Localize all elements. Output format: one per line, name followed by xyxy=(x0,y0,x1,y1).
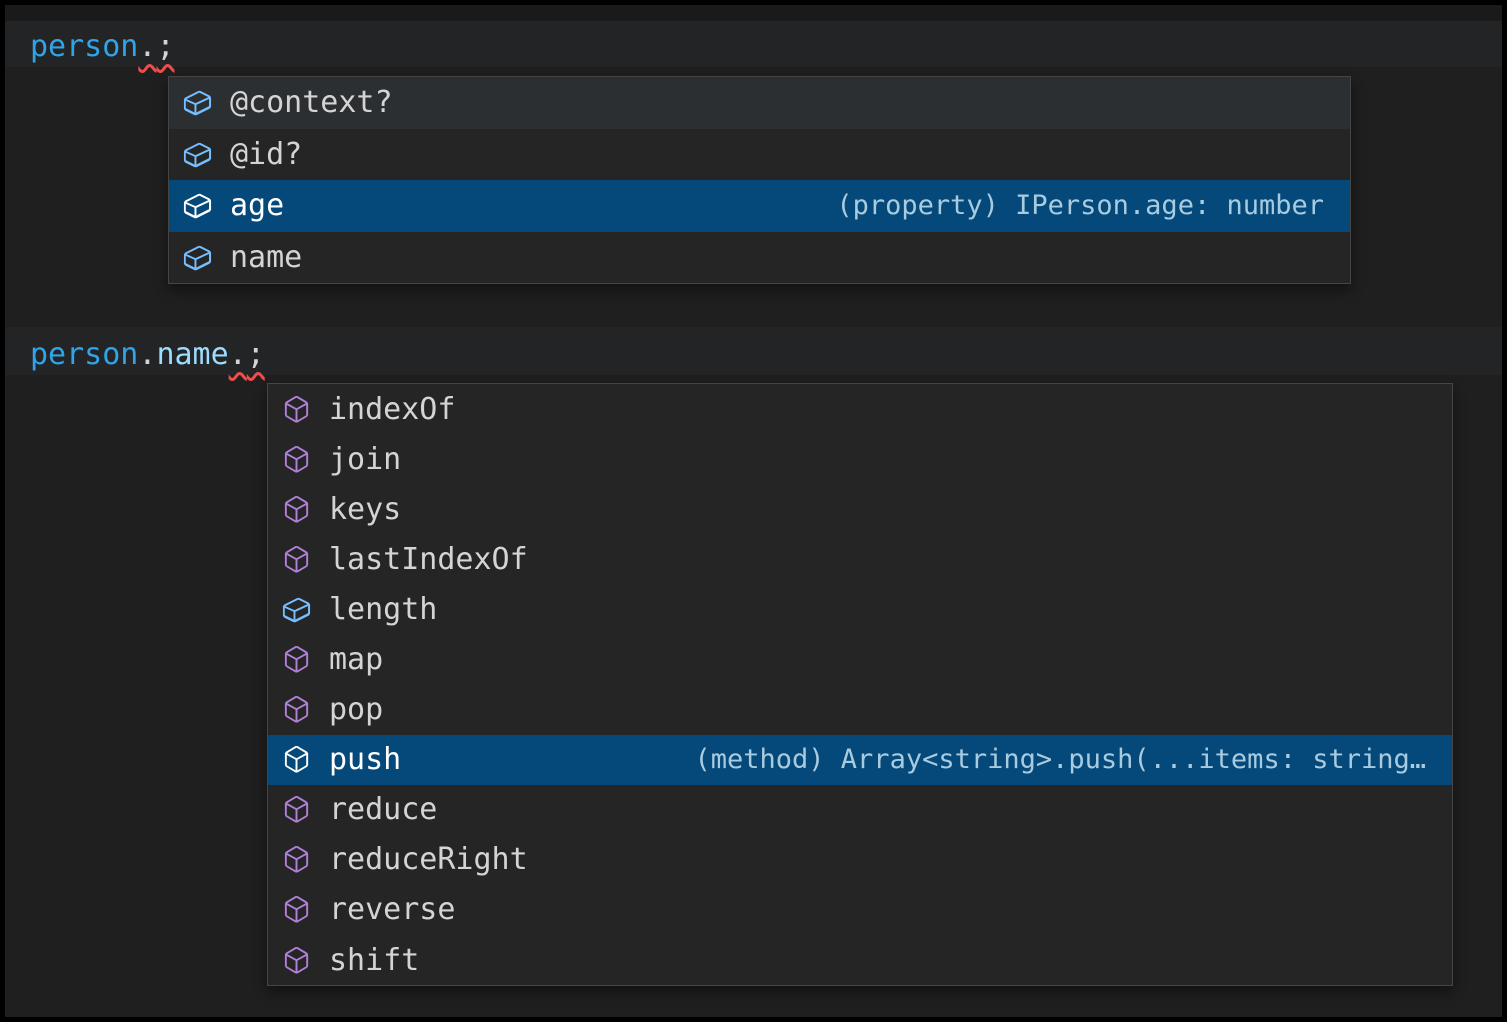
suggest-item-label: pop xyxy=(329,692,384,728)
suggest-item-label: reduce xyxy=(329,792,438,828)
symbol-method-icon xyxy=(281,894,312,925)
code-token-object: person xyxy=(30,337,139,372)
suggest-widget-string-methods: indexOf join keys lastIndexOf length map xyxy=(267,383,1453,986)
symbol-method-icon xyxy=(281,644,312,675)
suggest-item-label: map xyxy=(329,642,384,678)
symbol-field-icon xyxy=(182,139,213,170)
suggest-item-label: age xyxy=(230,188,285,224)
suggest-widget-properties: @context? @id? age (property) IPerson.ag… xyxy=(168,76,1351,284)
symbol-method-icon xyxy=(281,394,312,425)
symbol-field-icon xyxy=(182,190,213,221)
suggest-item-label: indexOf xyxy=(329,391,456,427)
suggest-item-label: length xyxy=(329,591,438,627)
suggest-item-label: @id? xyxy=(230,136,303,172)
suggest-item-keys[interactable]: keys xyxy=(268,484,1452,534)
code-token-dot-error: . xyxy=(228,337,247,372)
suggest-item-age-selected[interactable]: age (property) IPerson.age: number xyxy=(169,180,1350,232)
suggest-item-push-selected[interactable]: push (method) Array<string>.push(...item… xyxy=(268,734,1452,785)
suggest-item-label: lastIndexOf xyxy=(329,541,528,577)
suggest-item-label: shift xyxy=(329,942,420,978)
editor-surface[interactable]: person.; @context? @id? age (property) I… xyxy=(5,5,1502,1017)
symbol-method-icon xyxy=(281,744,312,775)
symbol-field-icon xyxy=(281,594,312,625)
code-line-2[interactable]: person.name.; xyxy=(30,335,265,375)
suggest-item-reduceright[interactable]: reduceRight xyxy=(268,835,1452,885)
line-highlight-2 xyxy=(5,327,1502,375)
code-token-dot: . xyxy=(138,337,157,372)
suggest-item-label: push xyxy=(329,742,402,778)
suggest-item-label: @context? xyxy=(230,85,393,121)
code-token-object: person xyxy=(30,29,139,64)
symbol-field-icon xyxy=(182,242,213,273)
code-token-semicolon-error: ; xyxy=(246,337,265,372)
suggest-item-label: reduceRight xyxy=(329,842,528,878)
code-token-dot-error: . xyxy=(138,29,157,64)
suggest-item-join[interactable]: join xyxy=(268,434,1452,484)
suggest-item-lastindexof[interactable]: lastIndexOf xyxy=(268,534,1452,584)
line-highlight-1 xyxy=(5,21,1502,67)
suggest-item-label: name xyxy=(230,239,303,275)
suggest-item-detail: (method) Array<string>.push(...items: st… xyxy=(694,744,1427,776)
symbol-method-icon xyxy=(281,794,312,825)
suggest-item-id[interactable]: @id? xyxy=(169,129,1350,181)
editor-top-band xyxy=(5,5,1502,21)
suggest-item-detail: (property) IPerson.age: number xyxy=(836,190,1324,222)
suggest-item-name[interactable]: name xyxy=(169,232,1350,284)
symbol-method-icon xyxy=(281,444,312,475)
symbol-method-icon xyxy=(281,544,312,575)
symbol-method-icon xyxy=(281,945,312,976)
suggest-item-indexof[interactable]: indexOf xyxy=(268,384,1452,434)
code-token-semicolon-error: ; xyxy=(156,29,175,64)
symbol-method-icon xyxy=(281,494,312,525)
suggest-item-label: join xyxy=(329,441,402,477)
symbol-method-icon xyxy=(281,844,312,875)
suggest-item-reverse[interactable]: reverse xyxy=(268,885,1452,935)
code-line-1[interactable]: person.; xyxy=(30,27,175,67)
symbol-field-icon xyxy=(182,87,213,118)
code-token-property: name xyxy=(156,337,229,372)
suggest-item-map[interactable]: map xyxy=(268,634,1452,684)
suggest-item-pop[interactable]: pop xyxy=(268,685,1452,735)
symbol-method-icon xyxy=(281,694,312,725)
suggest-item-reduce[interactable]: reduce xyxy=(268,785,1452,835)
suggest-item-context[interactable]: @context? xyxy=(169,77,1350,129)
suggest-item-label: keys xyxy=(329,491,402,527)
suggest-item-shift[interactable]: shift xyxy=(268,935,1452,985)
suggest-item-label: reverse xyxy=(329,892,456,928)
suggest-item-length[interactable]: length xyxy=(268,584,1452,634)
